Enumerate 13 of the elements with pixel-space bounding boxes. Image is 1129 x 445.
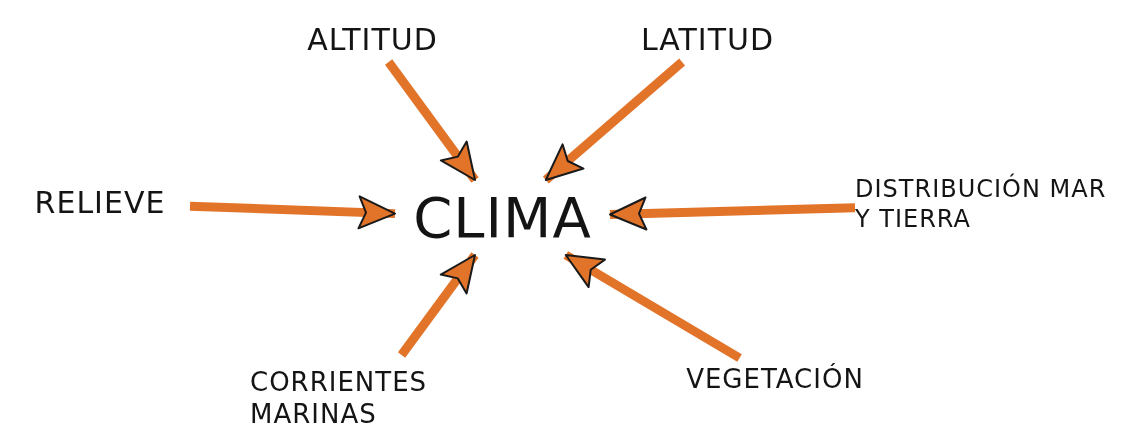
- factor-label: LATITUD: [640, 21, 775, 59]
- arrow: [563, 251, 742, 362]
- factor-label: RELIEVE: [34, 184, 166, 222]
- central-concept: CLIMA: [413, 183, 592, 252]
- factor-label: DISTRIBUCIÓN MAR Y TIERRA: [855, 174, 1108, 234]
- arrow: [397, 252, 479, 358]
- arrow: [609, 196, 856, 231]
- factor-label: ALTITUD: [307, 21, 438, 59]
- factor-label: CORRIENTES MARINAS: [250, 365, 429, 431]
- arrow: [189, 195, 396, 230]
- arrow: [542, 58, 686, 184]
- factor-label: VEGETACIÓN: [686, 362, 864, 396]
- arrow: [385, 59, 479, 183]
